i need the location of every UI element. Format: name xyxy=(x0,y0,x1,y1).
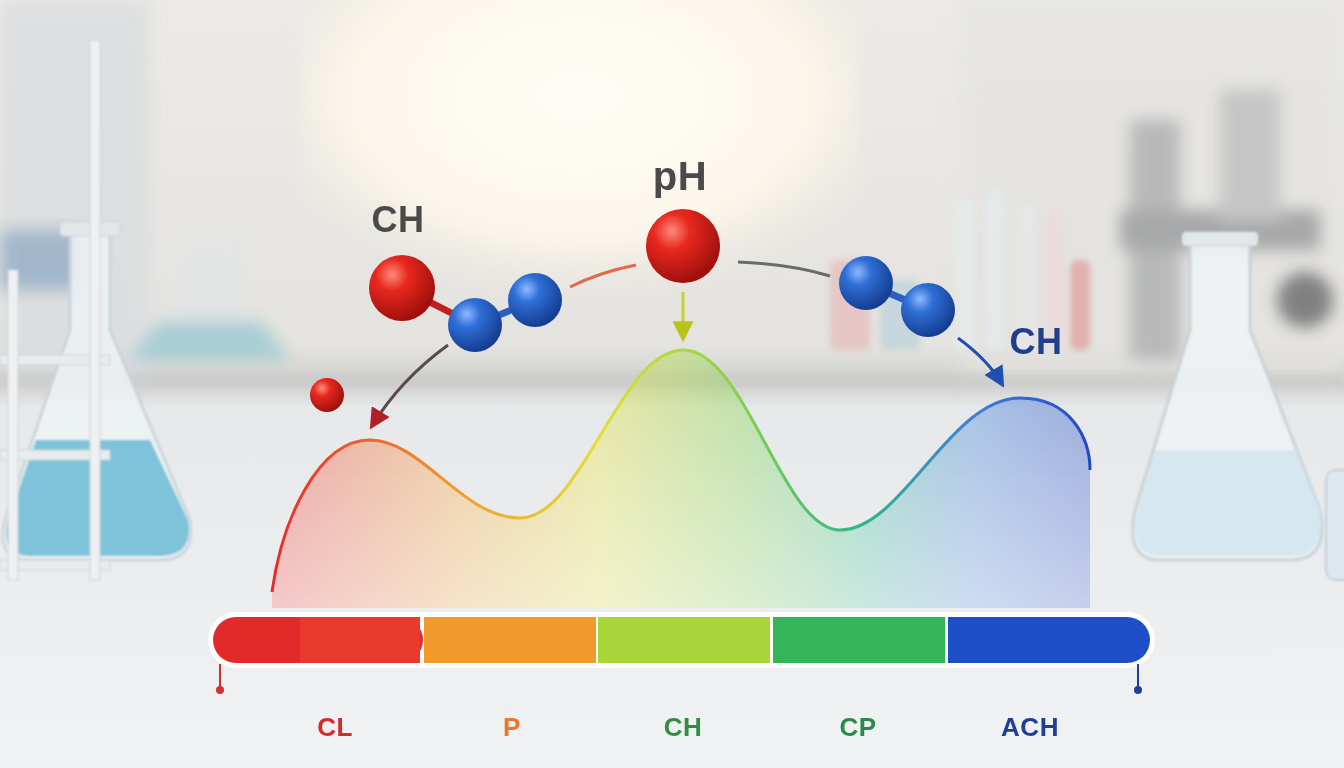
scale-segment xyxy=(598,617,770,663)
edge-beaker xyxy=(1326,470,1344,580)
scale-label: P xyxy=(503,714,521,740)
atom xyxy=(839,256,893,310)
spectrum-curve xyxy=(272,350,1090,592)
window-glow xyxy=(300,0,860,300)
rack-post xyxy=(8,270,18,580)
atom xyxy=(369,255,435,321)
test-tube xyxy=(985,190,1005,350)
atom xyxy=(310,378,344,412)
left-flask xyxy=(0,40,191,580)
spectrum-area xyxy=(272,350,1090,608)
scale-segment xyxy=(300,617,420,663)
molecule-label: CH xyxy=(1010,324,1063,360)
flask-glass xyxy=(1133,240,1322,560)
rack xyxy=(0,40,110,580)
atom xyxy=(448,298,502,352)
arc-line xyxy=(570,265,636,287)
scale-frame xyxy=(208,612,1155,668)
left-molecule xyxy=(369,255,562,352)
rack-post xyxy=(90,40,100,580)
scale-label: CL xyxy=(317,714,353,740)
flask-liquid xyxy=(1135,450,1321,556)
wall-right xyxy=(960,0,1344,380)
scale-end-dot xyxy=(216,686,224,694)
molecule-label: pH xyxy=(653,156,707,196)
atom xyxy=(646,209,720,283)
scale-label: CH xyxy=(664,714,703,740)
flask-liquid xyxy=(130,320,290,360)
microscope-knob xyxy=(1277,272,1333,328)
scale-axis xyxy=(220,689,1138,692)
right-molecule xyxy=(839,256,955,337)
molecule-label: CH xyxy=(372,202,425,238)
background-flask xyxy=(130,240,290,360)
drop-arrow xyxy=(682,292,685,338)
scale-segment xyxy=(948,617,1068,663)
spectrum-fade xyxy=(272,350,1090,608)
scale-segment xyxy=(424,617,596,663)
arc-arrow xyxy=(372,345,448,426)
arc-line xyxy=(738,262,830,276)
right-flask xyxy=(1133,232,1322,560)
scale-segment xyxy=(773,617,945,663)
flask-glass xyxy=(130,240,290,360)
atom xyxy=(901,283,955,337)
scale-end-dot xyxy=(1134,686,1142,694)
microscope-head xyxy=(1220,90,1280,220)
flask-rim xyxy=(1182,232,1258,246)
arc-arrow xyxy=(958,338,1002,384)
atom xyxy=(508,273,562,327)
test-tube xyxy=(955,200,975,350)
test-tube-liquid xyxy=(1070,260,1090,350)
scale-segment xyxy=(948,617,1150,663)
scale-segment xyxy=(213,617,423,663)
scale-label: ACH xyxy=(1001,714,1059,740)
scale-label: CP xyxy=(839,714,876,740)
